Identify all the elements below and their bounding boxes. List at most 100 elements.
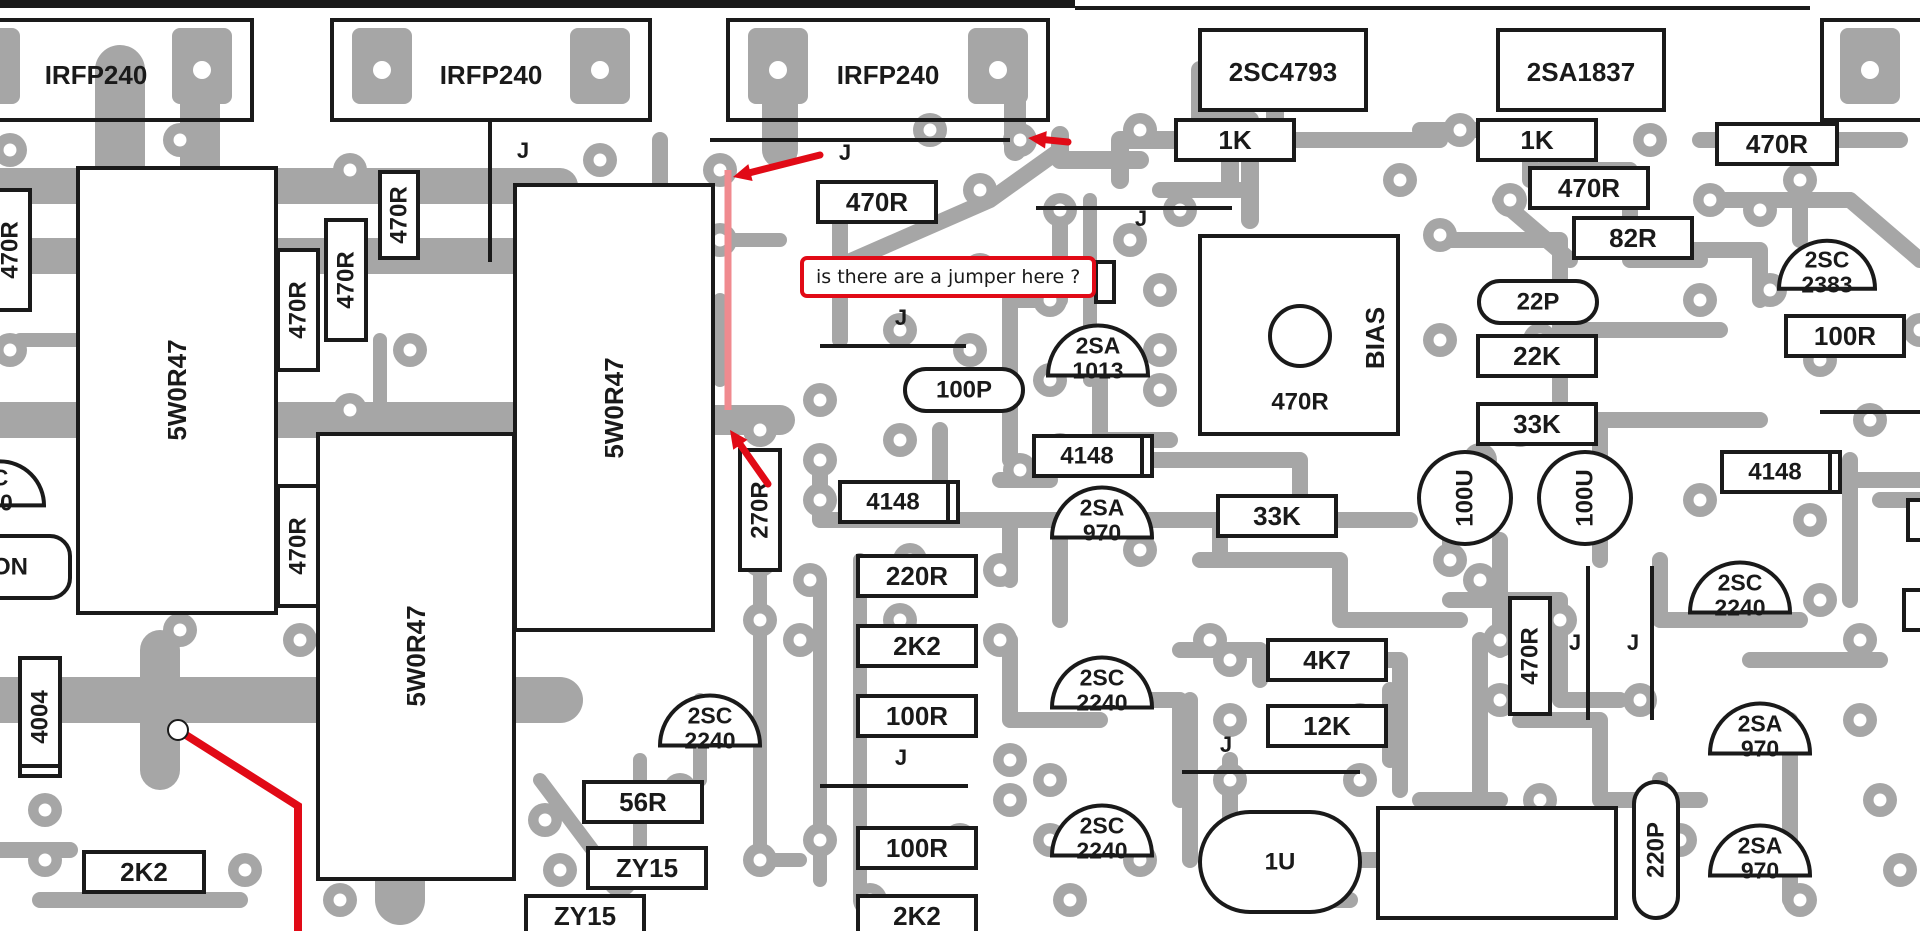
diode-d4: [18, 656, 62, 778]
pad-hole: [403, 343, 417, 357]
pad-hole: [1493, 633, 1507, 647]
pad-hole: [813, 453, 827, 467]
capacitor-c6: [1632, 780, 1680, 920]
resistor-r9: [1508, 596, 1552, 716]
copper-trace: [1142, 452, 1418, 528]
resistor-r20: [856, 624, 978, 668]
resistor-z1: [586, 846, 708, 890]
transistor-t11-label: C40: [0, 464, 13, 515]
pad-hole: [813, 493, 827, 507]
capacitor-c6-label: 220P: [1643, 822, 1670, 878]
pad-hole: [1873, 793, 1887, 807]
pad-hole: [923, 123, 937, 137]
resistor-z2: [524, 894, 646, 931]
pad-hole: [1703, 193, 1717, 207]
pad-hole: [973, 183, 987, 197]
transistor-q4: [1198, 28, 1368, 112]
resistor-r25: [582, 780, 704, 824]
resistor-r1-label: 470R: [0, 221, 24, 278]
diode-d4-label: 4004: [27, 690, 54, 744]
annotation-node: [167, 719, 189, 741]
pad-hole: [1503, 193, 1517, 207]
pad-hole: [753, 613, 767, 627]
pad-hole: [993, 633, 1007, 647]
mosfet-q2-label: IRFP240: [440, 60, 543, 90]
mosfet-q1-label: IRFP240: [45, 60, 148, 90]
pad-hole: [1803, 513, 1817, 527]
resistor-r20-label: 2K2: [893, 631, 941, 661]
pad-hole: [1861, 61, 1879, 79]
resistor-r25-label: 56R: [619, 787, 667, 817]
resistor-r21-label: 100R: [886, 701, 948, 731]
mosfet-q3-label: IRFP240: [837, 60, 940, 90]
pad-hole: [713, 233, 727, 247]
resistor-r14: [1572, 216, 1694, 260]
pad-hole: [893, 613, 907, 627]
pad-hole: [293, 633, 307, 647]
pad-hole: [1153, 383, 1167, 397]
pad-hole: [3, 143, 17, 157]
pad-hole: [1453, 123, 1467, 137]
copper-trace: [1842, 192, 1920, 268]
pad-hole: [769, 61, 787, 79]
resistor-r13: [1476, 118, 1598, 162]
mosfet-q3: [726, 18, 1050, 122]
transistor-t9: [1707, 823, 1813, 878]
resistor-r9-label: 470R: [1517, 627, 1544, 684]
transistor-t6: [657, 693, 763, 748]
resistor-r3-label: 470R: [333, 251, 360, 308]
pad-hole: [333, 893, 347, 907]
capacitor-c2-label: 22P: [1517, 289, 1560, 316]
resistor-r8-label: 470R: [1558, 173, 1620, 203]
pad-hole: [343, 403, 357, 417]
resistor-r18-label: 33K: [1253, 501, 1301, 531]
resistor-r19: [856, 554, 978, 598]
annotation-wire: [175, 726, 302, 931]
pad-hole: [553, 863, 567, 877]
pad-hole: [1893, 863, 1907, 877]
mosfet-q1: [0, 18, 254, 122]
resistor-r22-label: 100R: [886, 833, 948, 863]
component-outlines: [0, 18, 1920, 931]
pad-hole: [1003, 793, 1017, 807]
pad-hole: [753, 853, 767, 867]
jumper-mark: J: [1627, 630, 1639, 655]
resistor-r21: [856, 694, 978, 738]
question-callout: is there are a jumper here ?: [800, 256, 1096, 298]
pad-hole: [1763, 283, 1777, 297]
transistor-t7: [1049, 803, 1155, 858]
resistor-r22: [856, 826, 978, 870]
electrolytic-c3: [1417, 450, 1513, 546]
pad-hole: [1223, 653, 1237, 667]
pad-hole: [1223, 773, 1237, 787]
resistor-r2: [378, 170, 420, 260]
resistor-r3: [324, 218, 368, 342]
pad-hole: [1633, 693, 1647, 707]
pad-hole: [538, 813, 552, 827]
bias-trimmer-value-label: 470R: [1271, 389, 1328, 416]
resistor-r16-label: 22K: [1513, 341, 1561, 371]
jumper-mark: J: [839, 140, 851, 165]
pad-hole: [1853, 633, 1867, 647]
pad-hole: [3, 343, 17, 357]
pad-hole: [1153, 343, 1167, 357]
pad-hole: [963, 343, 977, 357]
pad-hole: [1353, 773, 1367, 787]
pad-hole: [38, 853, 52, 867]
resistor-r17: [1476, 402, 1598, 446]
pad-hole: [893, 433, 907, 447]
resistor-r23-label: 2K2: [893, 901, 941, 931]
capacitor-c1-label: 100P: [936, 377, 992, 404]
bias-trimmer-label: BIAS: [1360, 307, 1390, 369]
transistor-q5: [1496, 28, 1666, 112]
transistor-t3: [1049, 485, 1155, 540]
resistor-z1-label: ZY15: [616, 853, 678, 883]
resistor-r24-label: 2K2: [120, 857, 168, 887]
annotation-marks: [167, 131, 1072, 931]
